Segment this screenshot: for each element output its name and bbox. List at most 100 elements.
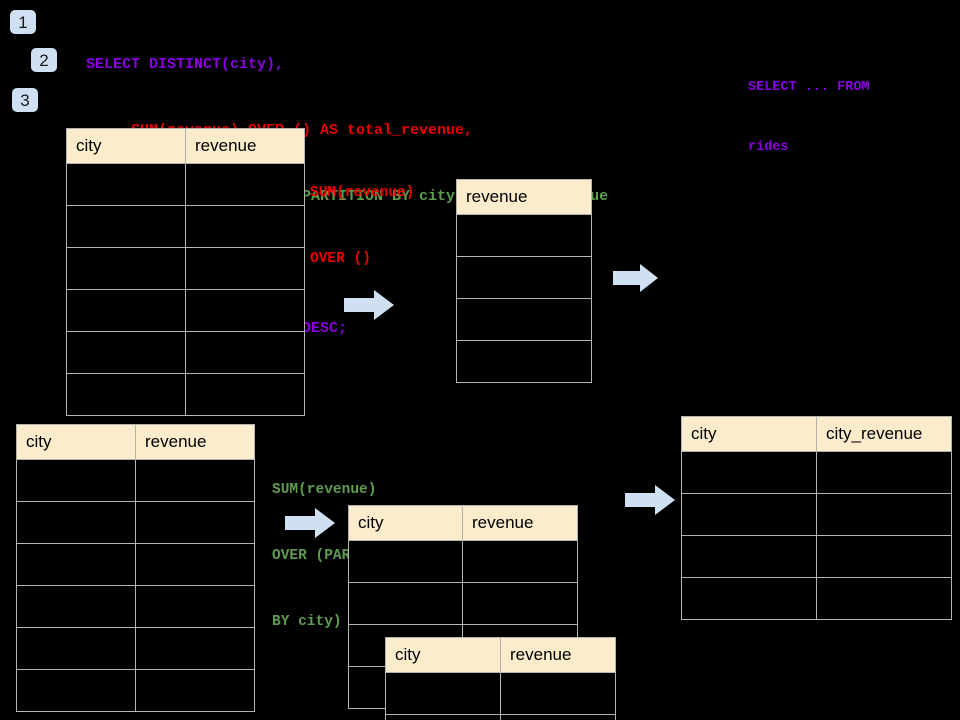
cell-revenue [456,298,592,341]
cell-city [66,289,186,332]
table-row [456,298,592,341]
column-header-revenue: revenue [500,637,616,673]
column-header-city: city [348,505,463,541]
table-header-row: city revenue [66,128,305,164]
table-row [66,163,305,206]
cell-city [66,247,186,290]
cell-city [681,577,817,620]
cell-revenue [135,627,255,670]
cell-revenue [185,247,305,290]
table-source-top: city revenue [66,128,305,416]
column-header-city: city [16,424,136,460]
table-source-bottom: city revenue [16,424,255,712]
table-row [66,205,305,248]
cell-city [16,669,136,712]
cell-revenue [135,543,255,586]
cell-city [66,331,186,374]
table-result: city city_revenue [681,416,952,620]
table-row [16,501,255,544]
cell-revenue [185,163,305,206]
column-header-city: city [385,637,501,673]
cell-city [16,543,136,586]
cell-city [348,582,463,625]
cell-city [16,585,136,628]
annotation-total-revenue-line-1: SUM(revenue) [310,185,415,201]
cell-revenue [135,585,255,628]
cell-city [16,459,136,502]
table-row [66,289,305,332]
column-header-city-revenue: city_revenue [816,416,952,452]
cell-city [348,540,463,583]
step-badge-1-label: 1 [18,12,28,32]
cell-revenue [185,205,305,248]
table-header-row: city revenue [348,505,578,541]
table-row [456,256,592,299]
table-row [16,627,255,670]
cell-city [16,501,136,544]
table-row [385,714,616,720]
cell-city-revenue [816,451,952,494]
side-note-select-from-rides: SELECT ... FROM rides [748,38,870,198]
cell-revenue [500,672,616,715]
table-row [385,672,616,715]
side-note-line-1: SELECT ... FROM [748,80,870,95]
table-header-row: city revenue [385,637,616,673]
annotation-city-revenue-line-1: SUM(revenue) [272,482,377,498]
table-row [66,331,305,374]
sql-line-1: SELECT DISTINCT(city), [86,56,285,73]
cell-revenue [462,540,578,583]
step-badge-3-label: 3 [20,90,30,110]
cell-revenue [135,669,255,712]
arrow-top-right-icon [613,264,658,292]
cell-revenue [462,582,578,625]
table-header-row: city city_revenue [681,416,952,452]
table-row [16,585,255,628]
cell-city [66,205,186,248]
cell-city [681,493,817,536]
step-badge-1: 1 [10,10,36,34]
cell-revenue [456,256,592,299]
arrow-bottom-right-icon [625,485,675,515]
column-header-city: city [681,416,817,452]
annotation-city-revenue-line-3: BY city) [272,614,342,630]
cell-city [66,373,186,416]
column-header-revenue: revenue [185,128,305,164]
column-header-revenue: revenue [462,505,578,541]
cell-city [16,627,136,670]
table-row [16,669,255,712]
arrow-top-left-icon [344,290,394,320]
column-header-revenue: revenue [456,179,592,215]
cell-city [681,535,817,578]
step-badge-2-label: 2 [39,50,49,70]
table-partition-b: city revenue [385,637,616,720]
side-note-line-2: rides [748,140,789,155]
annotation-total-revenue-line-2: OVER () [310,251,371,267]
table-row [66,373,305,416]
table-row [66,247,305,290]
table-row [456,340,592,383]
cell-city [66,163,186,206]
table-row [348,540,578,583]
cell-revenue [135,501,255,544]
table-row [681,535,952,578]
cell-revenue [185,289,305,332]
cell-city [385,672,501,715]
table-row [681,493,952,536]
table-total-revenue: revenue [456,179,592,383]
table-row [16,543,255,586]
cell-city-revenue [816,535,952,578]
table-row [681,451,952,494]
cell-city [385,714,501,720]
column-header-city: city [66,128,186,164]
step-badge-2: 2 [31,48,57,72]
table-row [681,577,952,620]
annotation-total-revenue: SUM(revenue) OVER () [310,138,414,314]
cell-city-revenue [816,493,952,536]
table-header-row: revenue [456,179,592,215]
table-header-row: city revenue [16,424,255,460]
cell-city [681,451,817,494]
cell-revenue [456,214,592,257]
table-row [348,582,578,625]
cell-revenue [456,340,592,383]
